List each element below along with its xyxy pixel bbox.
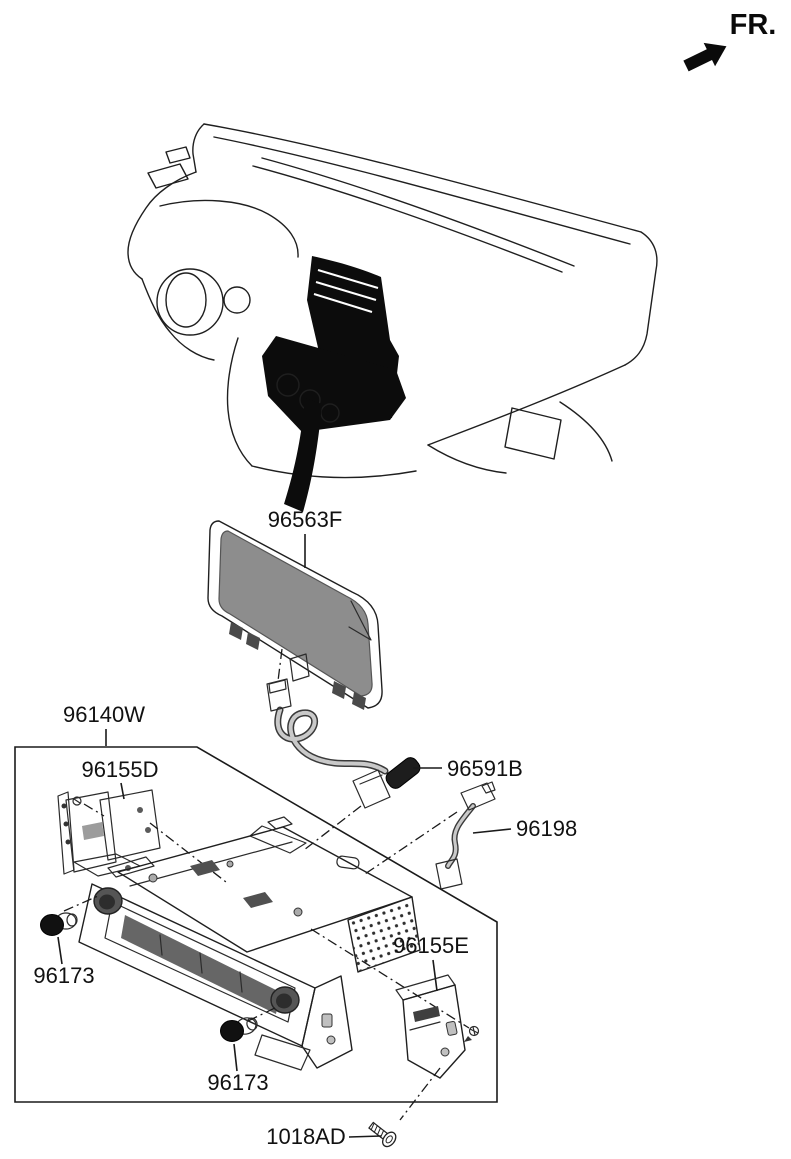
display-unit (207, 520, 383, 710)
bracket-left-screw (72, 796, 82, 806)
antenna-cable (435, 781, 496, 890)
fr-label: FR. (730, 9, 777, 41)
part-label-antenna-cable: 96198 (516, 816, 577, 841)
assembly-boundary-box (14, 746, 498, 1103)
glovebox-outline (504, 407, 562, 460)
fr-arrow-icon (683, 42, 727, 72)
ferrite-bead (385, 757, 421, 789)
bracket-right (395, 974, 480, 1079)
antenna-stub (336, 855, 360, 870)
fr-direction-marker: FR. (683, 9, 777, 72)
part-label-knob-left: 96173 (33, 963, 94, 988)
part-label-bracket-right: 96155E (393, 933, 469, 958)
antenna-connector-bottom (435, 858, 463, 890)
antenna-connector-top (460, 782, 496, 811)
part-label-main-assembly: 96140W (63, 702, 145, 727)
part-label-bracket-left: 96155D (81, 757, 158, 782)
knob-left (40, 912, 78, 936)
part-label-display-cable: 96591B (447, 756, 523, 781)
assembly-line-unit-to-screw (310, 928, 470, 1029)
display-screen (218, 530, 373, 697)
part-labels: 96563F 96140W 96155D 96591B 96198 96173 … (33, 507, 577, 1149)
bracket-right-screw (464, 1025, 480, 1042)
display-cable (266, 678, 421, 809)
knob-bottom (220, 1017, 258, 1042)
rear-connector-block (249, 825, 307, 854)
cable-connector-bottom (352, 769, 391, 809)
assembly-line-knob-left (63, 895, 99, 912)
assembly-line-display-connector (277, 648, 283, 682)
assembly-line-antenna-to-unit (364, 811, 458, 875)
assembly-line-bracket-to-screw (399, 1067, 441, 1121)
steering-column-circle (156, 268, 224, 336)
pointer-sweep (284, 398, 322, 512)
part-label-knob-bottom: 96173 (207, 1070, 268, 1095)
assembly-line-cable-to-unit (303, 805, 362, 851)
display-bracket-slot (289, 653, 310, 682)
bracket-left (57, 789, 161, 877)
screw-1018AD (368, 1121, 397, 1148)
part-label-display: 96563F (268, 507, 343, 532)
dashboard-illustration (127, 123, 658, 512)
head-unit (78, 816, 421, 1071)
unit-right-foot (301, 975, 353, 1069)
part-label-screw: 1018AD (266, 1124, 346, 1149)
assembly-line-knob-bottom (247, 1005, 280, 1022)
